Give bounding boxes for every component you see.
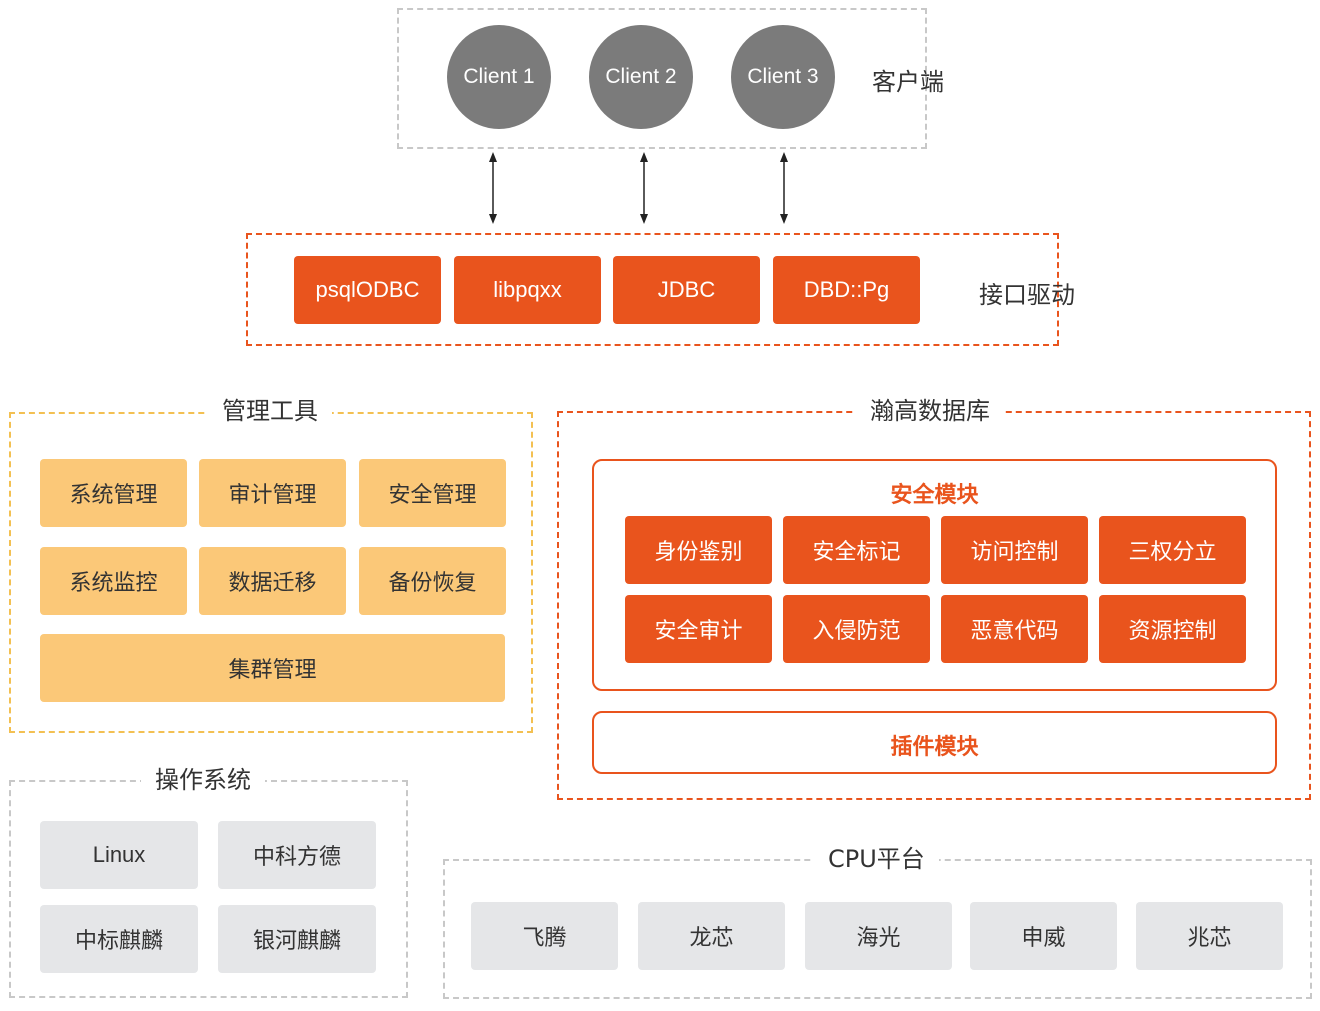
os-linux: Linux (40, 821, 198, 889)
client-1-node: Client 1 (447, 25, 551, 129)
cpu-phytium: 飞腾 (471, 902, 618, 970)
mgmt-system-management: 系统管理 (40, 459, 187, 527)
connection-arrows (489, 152, 788, 224)
os-title: 操作系统 (141, 765, 265, 795)
os-kylin: 银河麒麟 (218, 905, 376, 973)
driver-jdbc: JDBC (613, 256, 760, 324)
mgmt-data-migration: 数据迁移 (199, 547, 346, 615)
driver-psqlodbc: psqlODBC (294, 256, 441, 324)
client-layer-label: 客户端 (872, 68, 944, 96)
client-2-node: Client 2 (589, 25, 693, 129)
os-neokylin: 中标麒麟 (40, 905, 198, 973)
sec-resource-control: 资源控制 (1099, 595, 1246, 663)
cpu-loongson: 龙芯 (638, 902, 785, 970)
cpu-sunway: 申威 (970, 902, 1117, 970)
plugin-module: 插件模块 (592, 711, 1277, 774)
driver-layer-frame (246, 233, 1059, 346)
mgmt-audit-management: 审计管理 (199, 459, 346, 527)
security-module-title: 安全模块 (890, 483, 979, 508)
cpu-hygon: 海光 (805, 902, 952, 970)
mgmt-system-monitoring: 系统监控 (40, 547, 187, 615)
os-nfs-desktop: 中科方德 (218, 821, 376, 889)
mgmt-backup-restore: 备份恢复 (359, 547, 506, 615)
mgmt-cluster-management: 集群管理 (40, 634, 505, 702)
driver-dbd-pg: DBD::Pg (773, 256, 920, 324)
security-module: 安全模块 (592, 459, 1277, 691)
driver-layer-label: 接口驱动 (979, 281, 1075, 309)
sec-access-control: 访问控制 (941, 516, 1088, 584)
sec-malicious-code: 恶意代码 (941, 595, 1088, 663)
driver-libpqxx: libpqxx (454, 256, 601, 324)
sec-security-label: 安全标记 (783, 516, 930, 584)
cpu-title: CPU平台 (814, 844, 939, 874)
sec-intrusion-prevention: 入侵防范 (783, 595, 930, 663)
mgmt-security-management: 安全管理 (359, 459, 506, 527)
management-title: 管理工具 (208, 396, 332, 426)
database-title: 瀚高数据库 (856, 396, 1004, 426)
sec-separation-of-powers: 三权分立 (1099, 516, 1246, 584)
client-layer-frame (397, 8, 927, 149)
client-3-node: Client 3 (731, 25, 835, 129)
cpu-zhaoxin: 兆芯 (1136, 902, 1283, 970)
sec-security-audit: 安全审计 (625, 595, 772, 663)
plugin-module-title: 插件模块 (890, 735, 979, 760)
sec-identity-auth: 身份鉴别 (625, 516, 772, 584)
